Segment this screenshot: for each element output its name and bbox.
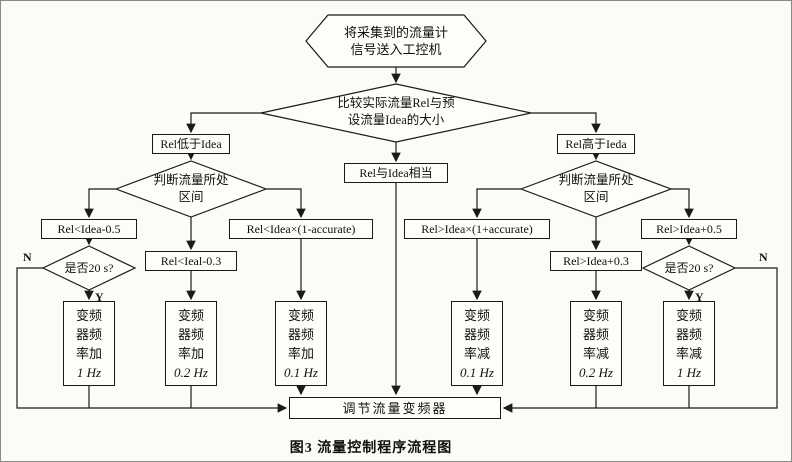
condition-rel-lt-idea-0-3: Rel<Ieal-0.3 [145, 251, 237, 271]
condition-rel-lt-idea-0-5: Rel<Idea-0.5 [41, 219, 137, 239]
connector-lines [16, 67, 778, 413]
action6-line2: 器频 [675, 326, 702, 342]
action-increase-0-2hz: 变频 器频 率加 0.2 Hz [165, 301, 217, 386]
yes-label-left: Y [95, 290, 104, 304]
action-decrease-1hz: 变频 器频 率减 1 Hz [663, 301, 715, 386]
action6-line3: 率减 [675, 345, 702, 361]
action4-value: 0.1 Hz [460, 364, 494, 380]
action-decrease-0-1hz: 变频 器频 率减 0.1 Hz [451, 301, 503, 386]
adjust-inverter-label: 调节流量变频器 [342, 400, 448, 416]
action4-line3: 率减 [463, 345, 490, 361]
action3-line3: 率加 [287, 345, 314, 361]
timer-right-diamond-shape [641, 245, 737, 291]
branch-equal-box: Rel与Idea相当 [344, 163, 448, 183]
action6-line1: 变频 [675, 307, 702, 323]
no-label-left: N [23, 250, 32, 264]
condition-c2-label: Rel<Ieal-0.3 [160, 254, 222, 268]
action1-line1: 变频 [75, 307, 102, 323]
action-increase-1hz: 变频 器频 率加 1 Hz [63, 301, 115, 386]
timer-left-diamond-shape [41, 245, 137, 291]
action3-line2: 器频 [287, 326, 314, 342]
condition-rel-gt-idea-accurate: Rel>Idea×(1+accurate) [404, 219, 550, 239]
action4-line1: 变频 [463, 307, 490, 323]
action1-value: 1 Hz [76, 364, 102, 380]
adjust-inverter-box: 调节流量变频器 [289, 397, 501, 419]
action2-value: 0.2 Hz [174, 364, 208, 380]
start-hexagon-shape [305, 14, 487, 68]
compare-diamond-shape [260, 83, 532, 143]
branch-high-label: Rel高于Ieda [565, 137, 627, 151]
action2-line3: 率加 [177, 345, 204, 361]
condition-c5-label: Rel>Idea+0.3 [563, 254, 629, 268]
action3-value: 0.1 Hz [284, 364, 318, 380]
condition-rel-gt-idea-0-5: Rel>Idea+0.5 [641, 219, 737, 239]
action5-line1: 变频 [582, 307, 609, 323]
condition-rel-lt-idea-accurate: Rel<Idea×(1-accurate) [229, 219, 373, 239]
action4-line2: 器频 [463, 326, 490, 342]
branch-high-box: Rel高于Ieda [557, 134, 635, 154]
no-label-right: N [759, 250, 768, 264]
action-increase-0-1hz: 变频 器频 率加 0.1 Hz [275, 301, 327, 386]
yes-label-right: Y [695, 290, 704, 304]
action2-line1: 变频 [177, 307, 204, 323]
condition-c4-label: Rel>Idea×(1+accurate) [421, 222, 533, 236]
judge-left-diamond-shape [114, 160, 268, 218]
action6-value: 1 Hz [676, 364, 702, 380]
branch-low-label: Rel低于Idea [160, 137, 222, 151]
condition-c6-label: Rel>Idea+0.5 [656, 222, 722, 236]
branch-low-box: Rel低于Idea [152, 134, 230, 154]
action5-value: 0.2 Hz [579, 364, 613, 380]
figure-caption: 图3 流量控制程序流程图 [289, 441, 453, 456]
judge-right-diamond-shape [519, 160, 673, 218]
action-decrease-0-2hz: 变频 器频 率减 0.2 Hz [570, 301, 622, 386]
branch-equal-label: Rel与Idea相当 [359, 166, 433, 180]
action1-line3: 率加 [75, 345, 102, 361]
action1-line2: 器频 [75, 326, 102, 342]
action2-line2: 器频 [177, 326, 204, 342]
action5-line3: 率减 [582, 345, 609, 361]
condition-c3-label: Rel<Idea×(1-accurate) [246, 222, 356, 236]
action3-line1: 变频 [287, 307, 314, 323]
action5-line2: 器频 [582, 326, 609, 342]
flowchart-shapes [41, 14, 737, 291]
condition-rel-gt-idea-0-3: Rel>Idea+0.3 [550, 251, 642, 271]
condition-c1-label: Rel<Idea-0.5 [57, 222, 121, 236]
